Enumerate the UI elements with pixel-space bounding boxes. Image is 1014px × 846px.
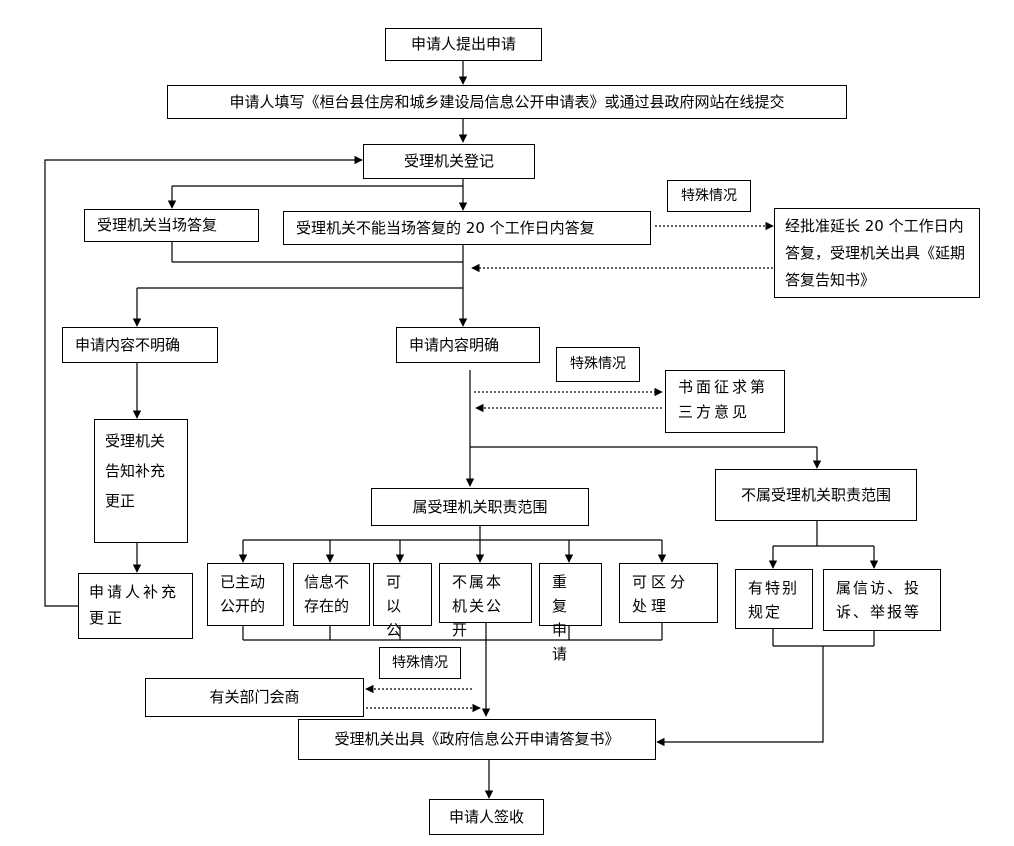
node-reply-on-spot: 受理机关当场答复	[84, 209, 259, 242]
node-repeat: 重复申请	[539, 563, 602, 663]
node-unclear: 申请内容不明确	[62, 327, 218, 363]
node-register: 受理机关登记	[363, 144, 535, 179]
node-consult: 有关部门会商	[145, 678, 364, 717]
node-not-agency-public: 不属本机关公开	[439, 563, 532, 639]
arrow-loop-to-register	[44, 155, 363, 607]
node-sign: 申请人签收	[429, 799, 544, 835]
node-special-1: 特殊情况	[667, 180, 751, 212]
node-third-party: 书面征求第三方意见	[665, 370, 785, 433]
node-already-public: 已主动公开的	[207, 563, 284, 626]
node-notify-supplement: 受理机关告知补充更正	[94, 419, 188, 543]
node-issue-reply: 受理机关出具《政府信息公开申请答复书》	[298, 719, 656, 760]
node-can-public: 可以公开	[373, 563, 432, 663]
node-special-3: 特殊情况	[379, 647, 461, 679]
node-not-exist: 信息不存在的	[293, 563, 370, 626]
node-special-2: 特殊情况	[556, 347, 640, 382]
node-out-scope: 不属受理机关职责范围	[715, 469, 917, 521]
node-in-scope: 属受理机关职责范围	[371, 488, 589, 526]
node-petition: 属信访、投诉、举报等	[823, 569, 941, 631]
node-partial: 可区分处理	[619, 563, 718, 623]
arrow-outscope-to-issue-reply	[656, 646, 824, 747]
node-extension: 经批准延长 20 个工作日内答复，受理机关出具《延期答复告知书》	[774, 208, 980, 298]
node-clear: 申请内容明确	[396, 327, 540, 363]
node-special-rules: 有特别规定	[735, 569, 813, 629]
node-reply-20-days: 受理机关不能当场答复的 20 个工作日内答复	[283, 211, 651, 245]
node-applicant-supplement: 申请人补充更正	[78, 573, 193, 639]
node-fill-form: 申请人填写《桓台县住房和城乡建设局信息公开申请表》或通过县政府网站在线提交	[167, 85, 847, 119]
node-apply: 申请人提出申请	[385, 28, 542, 61]
